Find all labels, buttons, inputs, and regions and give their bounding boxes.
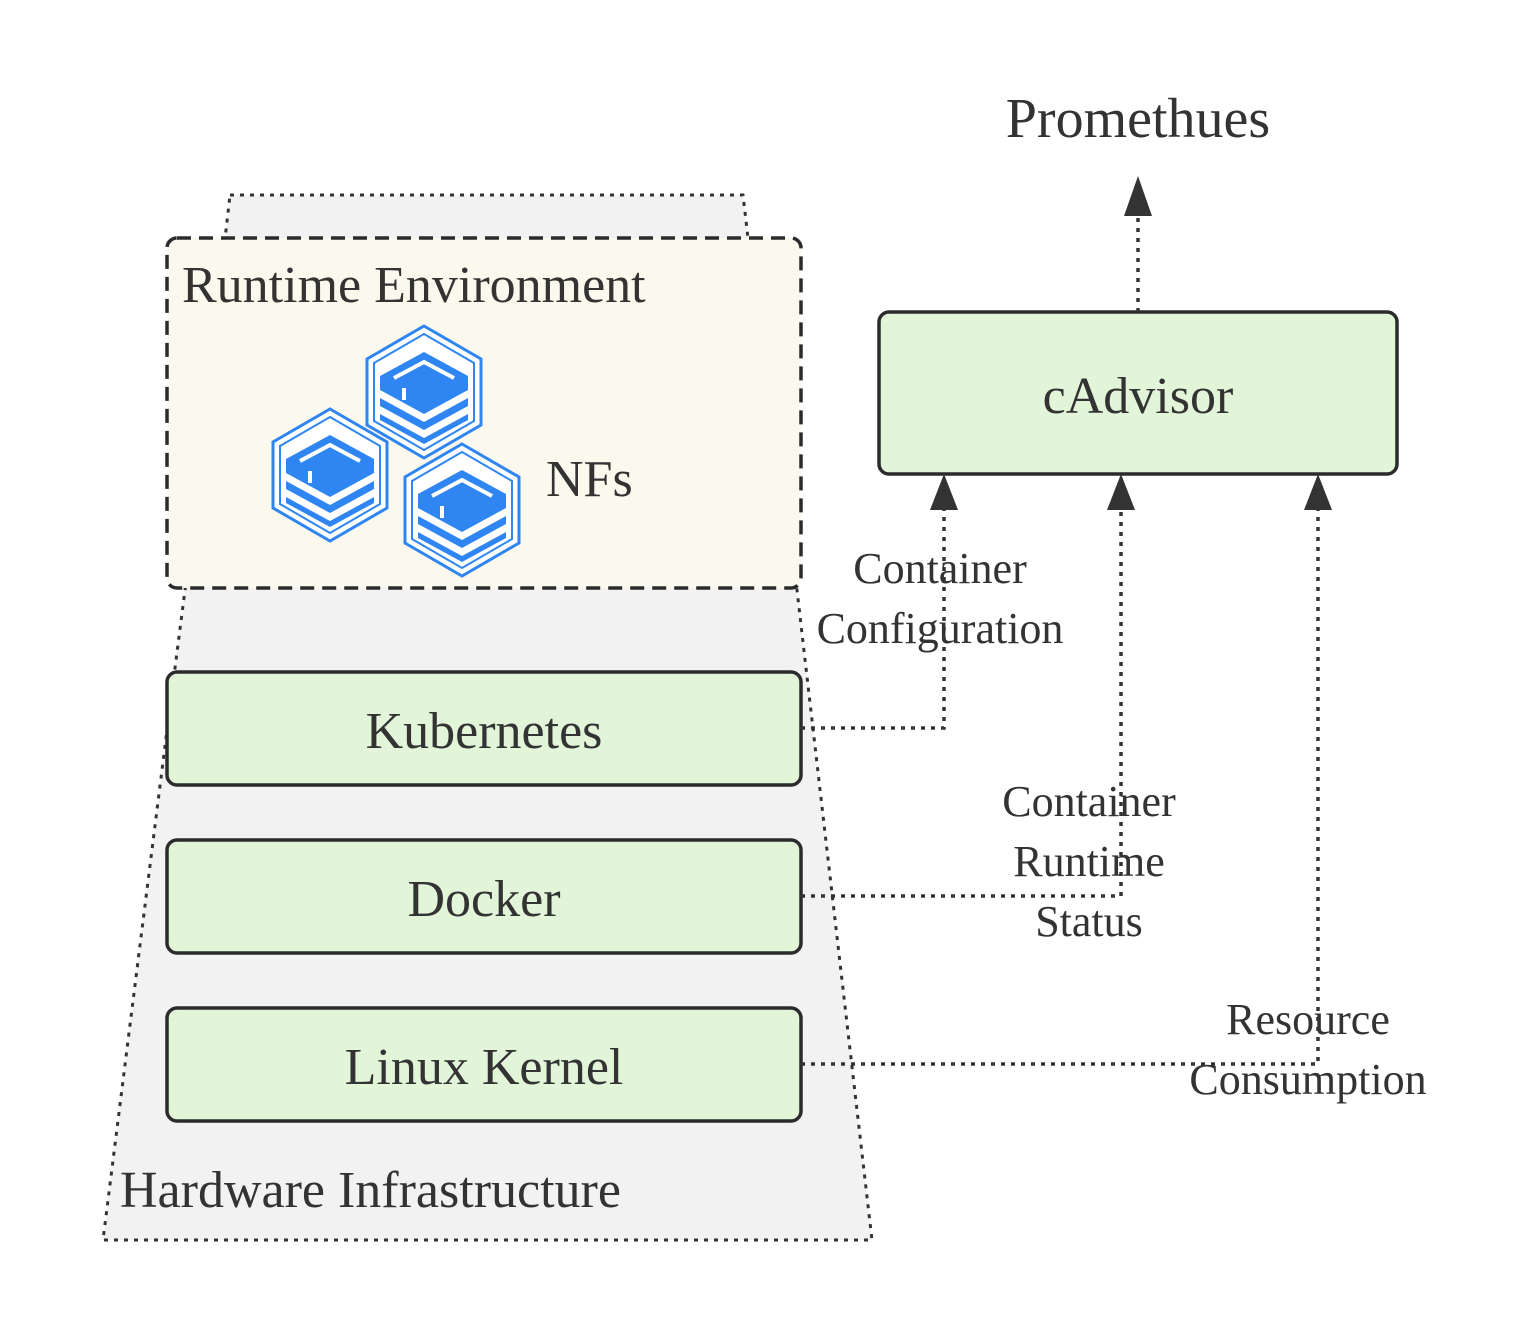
- docker-label: Docker: [407, 871, 560, 928]
- edge-label-container-runtime-status: Container Runtime Status: [1002, 777, 1176, 946]
- arrowhead: [1304, 474, 1332, 510]
- edge-label-resource-consumption: Resource Consumption: [1189, 995, 1426, 1104]
- edge-label-line: Container: [1002, 777, 1176, 826]
- edge-label-line: Resource: [1226, 995, 1390, 1044]
- arrowhead: [930, 474, 958, 510]
- edge-label-line: Runtime: [1013, 837, 1165, 886]
- edge-kubernetes-to-cadvisor: [801, 508, 946, 730]
- kubernetes-label: Kubernetes: [366, 703, 603, 760]
- linux-kernel-label: Linux Kernel: [345, 1039, 624, 1096]
- edge-label-line: Container: [853, 544, 1027, 593]
- cadvisor-label: cAdvisor: [1043, 368, 1234, 425]
- runtime-environment: Runtime Environment NFs: [165, 236, 803, 590]
- arrowhead: [1107, 474, 1135, 510]
- nfs-label: NFs: [546, 451, 633, 508]
- cadvisor-node: cAdvisor: [877, 310, 1399, 476]
- arrowhead: [1124, 176, 1152, 216]
- prometheus-label: Promethues: [1006, 88, 1270, 150]
- edge-kernel-to-cadvisor: [801, 508, 1320, 1066]
- runtime-environment-label: Runtime Environment: [182, 257, 646, 314]
- edge-docker-to-cadvisor: [801, 508, 1123, 898]
- edge-label-line: Consumption: [1189, 1055, 1426, 1104]
- kubernetes-node: Kubernetes: [165, 670, 803, 787]
- edge-label-line: Configuration: [817, 604, 1064, 653]
- edge-label-line: Status: [1035, 897, 1143, 946]
- edge-label-container-configuration: Container Configuration: [817, 544, 1064, 653]
- linux-kernel-node: Linux Kernel: [165, 1006, 803, 1123]
- docker-node: Docker: [165, 838, 803, 955]
- hardware-label: Hardware Infrastructure: [120, 1162, 621, 1219]
